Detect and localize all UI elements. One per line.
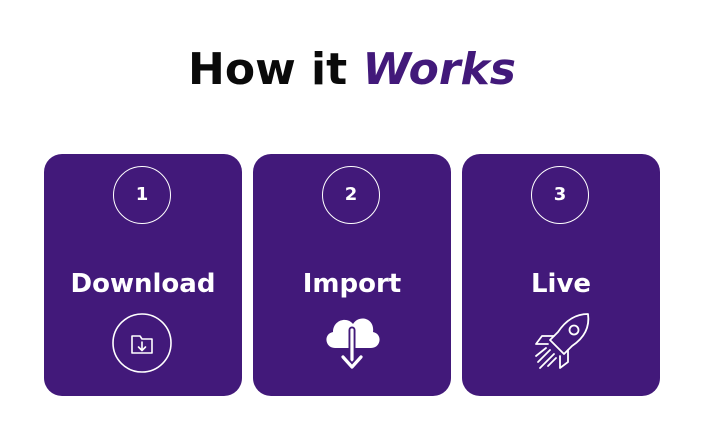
step-card-download: 1 Download (44, 154, 242, 396)
page-title: How it Works (0, 40, 704, 100)
step-label: Live (530, 269, 592, 299)
step-card-import: 2 Import (253, 154, 451, 396)
cloud-download-icon (321, 310, 383, 374)
step-label: Import (302, 269, 402, 299)
folder-download-icon (111, 312, 173, 374)
page-title-accent: Works (362, 44, 516, 95)
page-title-prefix: How it (188, 44, 363, 95)
step-number-badge: 2 (322, 166, 380, 224)
step-label: Download (70, 269, 216, 299)
step-card-live: 3 Live (462, 154, 660, 396)
step-number-badge: 1 (113, 166, 171, 224)
rocket-icon (530, 310, 594, 374)
step-number-badge: 3 (531, 166, 589, 224)
